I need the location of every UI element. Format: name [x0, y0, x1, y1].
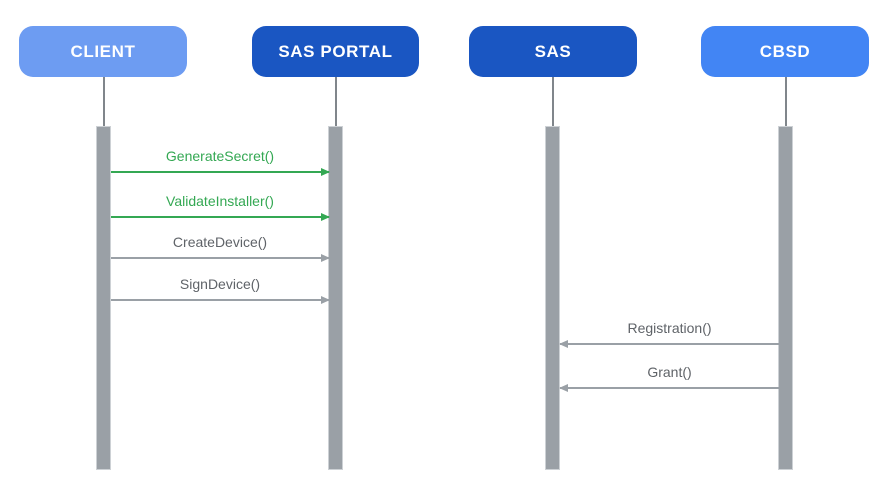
actor-box-sas: SAS: [469, 26, 637, 77]
activation-bar-cbsd: [778, 126, 793, 470]
activation-bar-sas-portal: [328, 126, 343, 470]
message-arrow: [111, 168, 330, 176]
message-arrow: [111, 213, 330, 221]
actor-box-client: CLIENT: [19, 26, 187, 77]
message-validate-installer: ValidateInstaller(): [111, 193, 330, 221]
message-generate-secret: GenerateSecret(): [111, 148, 330, 176]
message-arrow: [111, 253, 330, 262]
actor-box-cbsd: CBSD: [701, 26, 869, 77]
message-arrow: [559, 383, 779, 392]
message-sign-device: SignDevice(): [111, 276, 330, 304]
message-create-device: CreateDevice(): [111, 234, 330, 262]
message-arrow: [559, 339, 779, 348]
message-label: Registration(): [627, 320, 712, 336]
message-label: CreateDevice(): [172, 234, 268, 250]
message-registration: Registration(): [559, 320, 779, 348]
lifeline-stem-client: [103, 77, 105, 126]
activation-bar-client: [96, 126, 111, 470]
message-arrow: [111, 295, 330, 304]
message-label: GenerateSecret(): [165, 148, 275, 164]
message-label: Grant(): [647, 364, 692, 380]
lifeline-stem-cbsd: [785, 77, 787, 126]
arrowhead-left-icon: [559, 383, 568, 392]
arrowhead-right-icon: [321, 168, 330, 176]
arrowhead-right-icon: [321, 213, 330, 221]
lifeline-stem-sas-portal: [335, 77, 337, 126]
message-label: ValidateInstaller(): [166, 193, 274, 209]
arrowhead-right-icon: [321, 295, 330, 304]
arrowhead-left-icon: [559, 339, 568, 348]
lifeline-stem-sas: [552, 77, 554, 126]
message-grant: Grant(): [559, 364, 779, 392]
activation-bar-sas: [545, 126, 560, 470]
arrowhead-right-icon: [321, 253, 330, 262]
message-label: SignDevice(): [179, 276, 261, 292]
actor-box-sas-portal: SAS PORTAL: [252, 26, 419, 77]
